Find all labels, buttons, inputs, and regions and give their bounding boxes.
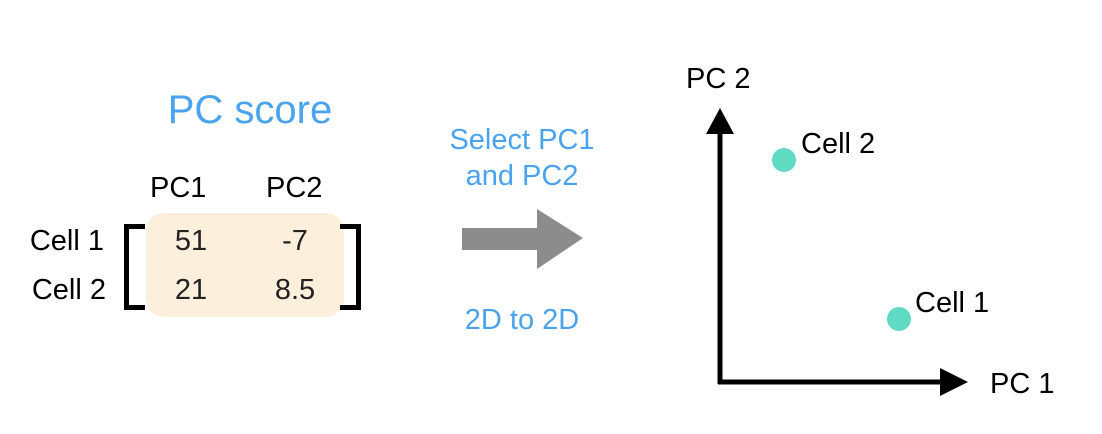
matrix-right-bracket: [340, 224, 361, 310]
data-point-label-cell-2: Cell 2: [801, 128, 875, 160]
select-caption-line-1: Select PC1: [449, 124, 595, 156]
matrix-cell-1-pc1: 51: [174, 225, 208, 257]
matrix-cell-2-pc2: 8.5: [274, 274, 316, 306]
x-axis-arrowhead-icon: [940, 368, 968, 396]
y-axis: [706, 108, 734, 384]
matrix-highlight: [146, 213, 344, 317]
x-axis: [718, 368, 968, 396]
y-axis-label: PC 2: [686, 63, 750, 95]
data-point-label-cell-1: Cell 1: [915, 287, 989, 319]
data-point-cell-2: [772, 148, 796, 172]
row-label-cell-2: Cell 2: [31, 274, 106, 306]
row-label-cell-1: Cell 1: [29, 225, 104, 257]
right-arrow-icon: [462, 209, 583, 269]
pc-score-title: PC score: [167, 88, 333, 132]
matrix-cell-1-pc2: -7: [282, 225, 308, 257]
matrix-left-bracket: [124, 224, 145, 310]
column-header-pc1: PC1: [150, 172, 207, 204]
select-caption-line-2: and PC2: [465, 160, 579, 192]
x-axis-label: PC 1: [990, 368, 1054, 400]
column-header-pc2: PC2: [266, 172, 323, 204]
data-point-cell-1: [887, 307, 911, 331]
matrix-cell-2-pc1: 21: [174, 274, 208, 306]
select-caption: Select PC1 and PC2: [412, 122, 632, 194]
y-axis-arrowhead-icon: [706, 108, 734, 134]
dimension-caption: 2D to 2D: [464, 304, 580, 336]
